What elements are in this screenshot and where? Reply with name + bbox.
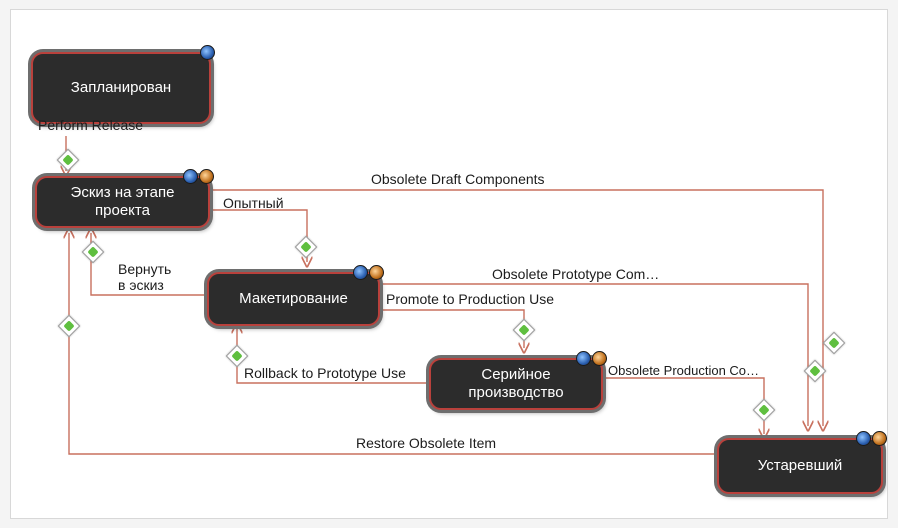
status-icon [353,265,368,280]
state-production-badges [576,351,607,366]
transition-label-obsolete-prototype[interactable]: Obsolete Prototype Com… [492,266,660,282]
state-prototype-badges [353,265,384,280]
gear-icon [872,431,887,446]
connector-restore-obsolete [69,233,716,455]
gear-icon [369,265,384,280]
transition-label-opytny[interactable]: Опытный [223,195,284,211]
state-planned-badges [200,45,215,60]
lifecycle-diagram: Запланирован Эскиз на этапе проекта Маке… [10,9,888,519]
status-icon [856,431,871,446]
connector-promote-production [381,309,524,348]
state-obsolete[interactable]: Устаревший [717,431,887,494]
transition-label-rollback-prototype[interactable]: Rollback to Prototype Use [244,365,406,381]
state-production[interactable]: Серийное производство [429,351,607,410]
connector-opytny [211,209,307,262]
connector-obsolete-production [605,377,764,434]
state-planned-label: Запланирован [70,79,172,96]
transition-label-restore-obsolete[interactable]: Restore Obsolete Item [356,435,497,451]
connectors [11,136,888,455]
transition-label-vernut[interactable]: Вернуть в эскиз [118,261,172,293]
state-planned[interactable]: Запланирован [31,45,215,124]
state-production-label: Серийное производство [468,366,564,401]
state-obsolete-badges [856,431,887,446]
gear-icon [199,169,214,184]
transition-label-perform-release[interactable]: Perform Release [38,117,144,133]
state-draft-label: Эскиз на этапе проекта [70,184,175,219]
state-prototype[interactable]: Макетирование [207,265,384,326]
status-icon [576,351,591,366]
transition-label-obsolete-draft[interactable]: Obsolete Draft Components [371,171,545,187]
state-obsolete-label: Устаревший [757,457,843,474]
connector-obsolete-prototype [381,283,808,426]
gear-icon [592,351,607,366]
state-prototype-label: Макетирование [239,290,348,307]
status-icon [200,45,215,60]
transition-label-obsolete-production[interactable]: Obsolete Production Co… [608,363,760,378]
state-draft-badges [183,169,214,184]
transition-label-promote-production[interactable]: Promote to Production Use [386,291,555,307]
state-draft[interactable]: Эскиз на этапе проекта [35,169,214,228]
connector-obsolete-draft [211,189,823,426]
status-icon [183,169,198,184]
